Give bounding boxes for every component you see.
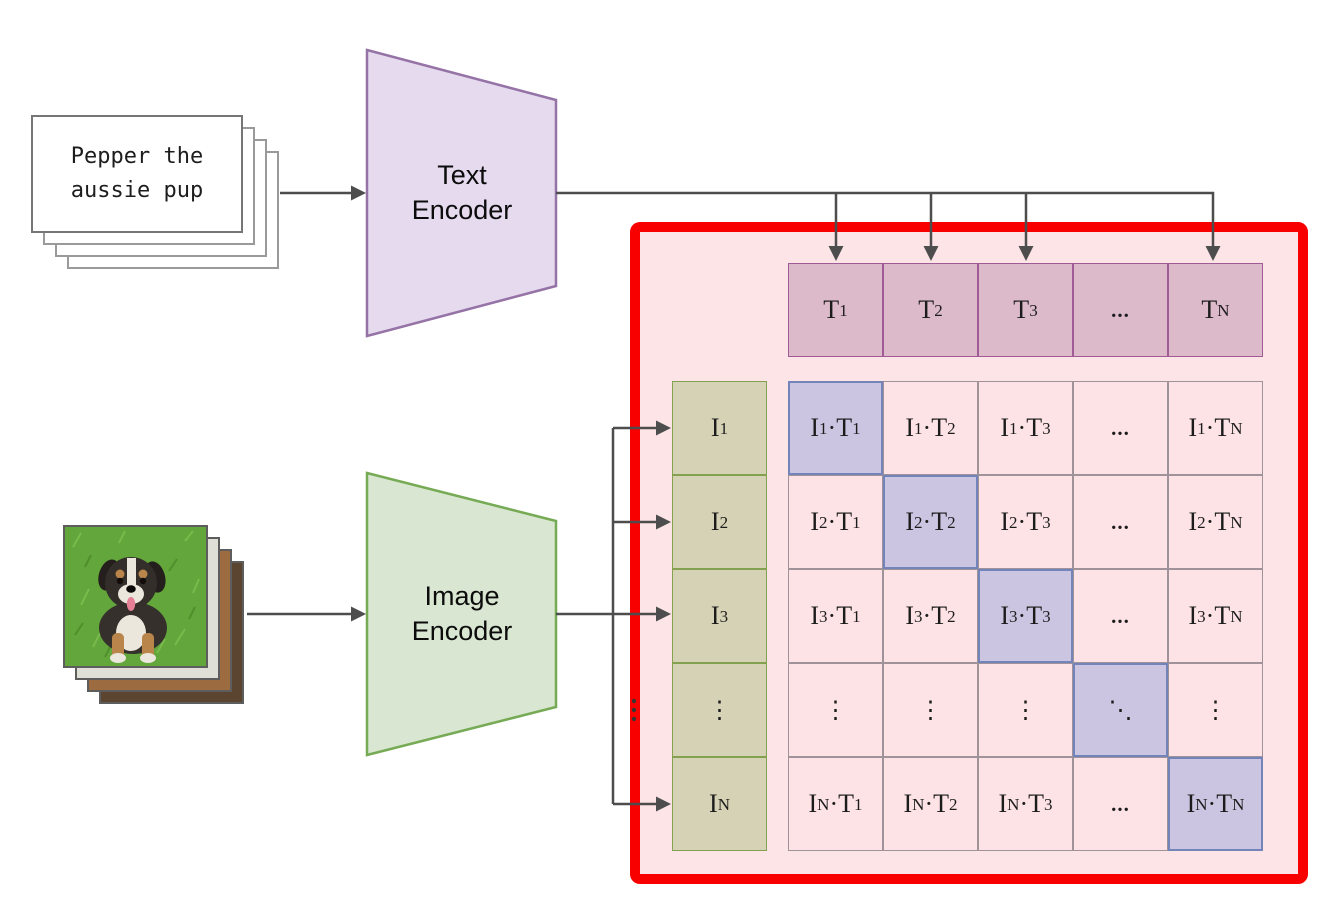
matrix-cell: ... [1073, 475, 1168, 569]
matrix-cell: ... [1073, 381, 1168, 475]
matrix-cell: ⋮ [883, 663, 978, 757]
matrix-cell: ⋮ [1168, 663, 1263, 757]
grass-shadows [74, 554, 196, 658]
matrix-cell: ... [1073, 569, 1168, 663]
text-encoder-label: Text Encoder [411, 159, 513, 225]
grass-highlights [72, 530, 200, 654]
matrix-cell: ⋮ [978, 663, 1073, 757]
matrix-cell: ... [1073, 757, 1168, 851]
puppy-photo [65, 527, 206, 666]
matrix-cell-diagonal: ⋱ [1073, 663, 1168, 757]
text-card-front: Pepper the aussie pup [31, 115, 243, 233]
arrowhead-image-encoder [351, 606, 366, 622]
text-input-caption: Pepper the aussie pup [70, 143, 204, 203]
image-embedding-cell: ⋮ [672, 663, 767, 757]
puppy [98, 557, 167, 663]
text-embedding-cell: ... [1073, 263, 1168, 357]
image-card-front [63, 525, 208, 668]
arrowhead-text-encoder [351, 185, 366, 201]
image-encoder-label: Image Encoder [411, 580, 513, 646]
matrix-cell: ⋮ [788, 663, 883, 757]
